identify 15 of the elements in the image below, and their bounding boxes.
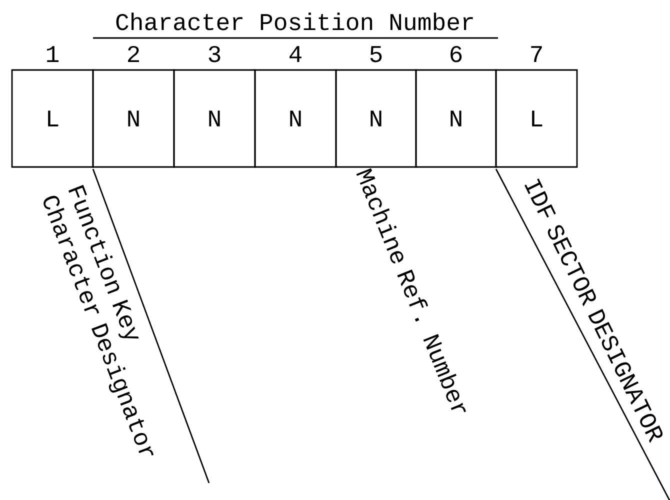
title: Character Position Number <box>116 12 473 30</box>
position-number: 3 <box>208 46 220 62</box>
position-number: 1 <box>47 46 59 62</box>
character-cell: L <box>11 69 94 168</box>
position-number: 2 <box>128 46 139 62</box>
position-number: 7 <box>531 46 542 62</box>
character-cell: N <box>415 69 497 168</box>
position-number: 6 <box>450 46 462 62</box>
character-cell: L <box>495 69 578 168</box>
character-cell: N <box>335 69 417 168</box>
character-cell: N <box>173 69 256 168</box>
position-number: 4 <box>290 46 302 62</box>
character-cell: N <box>254 69 337 168</box>
character-cell: N <box>92 69 175 168</box>
position-number: 5 <box>370 46 382 62</box>
